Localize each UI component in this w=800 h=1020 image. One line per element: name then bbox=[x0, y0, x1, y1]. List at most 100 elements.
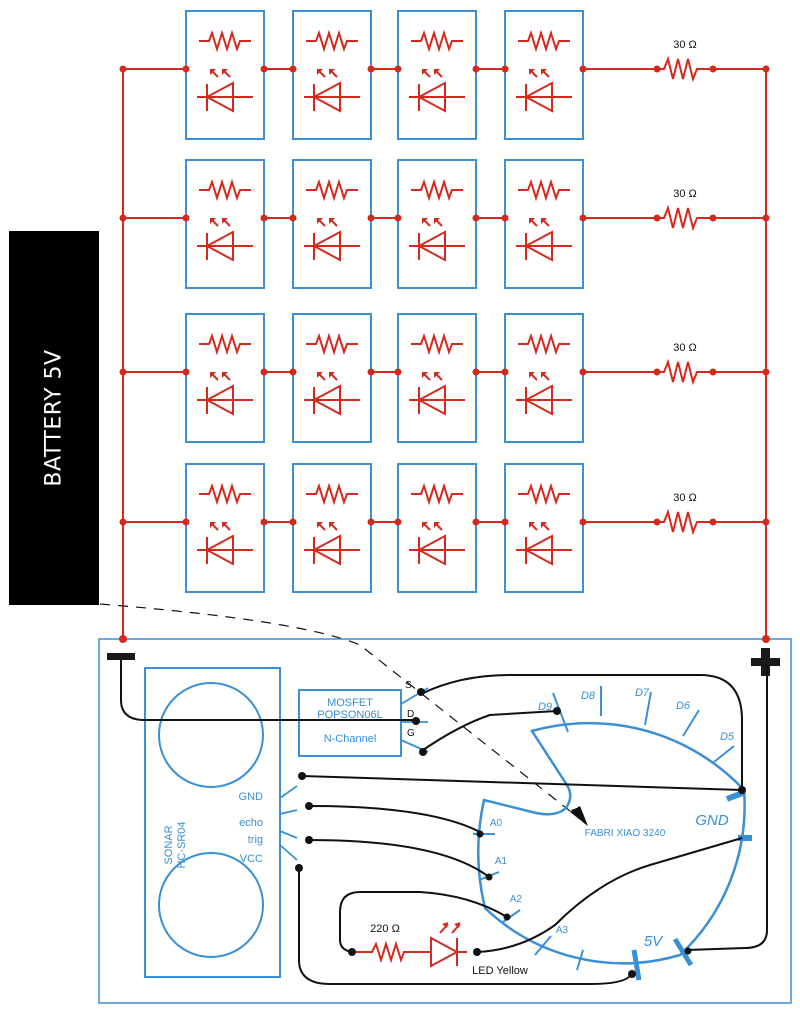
led-module bbox=[397, 313, 477, 443]
row-resistor-label: 30 Ω bbox=[673, 188, 697, 200]
resistor-icon bbox=[306, 482, 358, 506]
wire-junctions bbox=[295, 688, 746, 978]
controller-label: FABRI XIAO 3240 bbox=[585, 828, 666, 839]
row-resistor-label: 30 Ω bbox=[673, 39, 697, 51]
mosfet-pin-d: D bbox=[407, 709, 414, 720]
rail-junction bbox=[762, 518, 770, 526]
module-terminal bbox=[501, 368, 509, 376]
module-terminal bbox=[289, 518, 297, 526]
arrow-head bbox=[210, 69, 216, 75]
board-pos-junction bbox=[762, 635, 770, 643]
module-terminal bbox=[394, 518, 402, 526]
arrow-head bbox=[422, 69, 428, 75]
arrow-head bbox=[222, 522, 228, 528]
wire-a2-to-resistor bbox=[339, 891, 508, 953]
pin-label-d9: D9 bbox=[538, 701, 552, 713]
xiao-controller: D9 D8 D7 D6 D5 A0 A1 A2 A3 GND 5V FABRI … bbox=[473, 686, 752, 981]
pin-label-d5: D5 bbox=[720, 731, 735, 743]
led-module bbox=[504, 10, 584, 140]
arrow-head bbox=[210, 372, 216, 378]
row-resistor-icon bbox=[657, 508, 713, 536]
resistor-icon bbox=[411, 482, 463, 506]
pin-label-d8: D8 bbox=[581, 690, 596, 702]
arrow-head bbox=[529, 69, 535, 75]
row-resistor-icon bbox=[657, 55, 713, 83]
wire-led-to-gnd bbox=[476, 837, 743, 953]
sonar-transducer-bottom bbox=[158, 852, 264, 958]
rail-junction bbox=[119, 214, 127, 222]
module-terminal bbox=[501, 65, 509, 73]
arrow-head bbox=[317, 372, 323, 378]
wire-sonar-vcc-to-5v bbox=[298, 868, 633, 985]
positive-terminal bbox=[751, 648, 780, 676]
indicator-led-icon bbox=[430, 936, 467, 968]
module-terminal bbox=[182, 214, 190, 222]
led-module bbox=[292, 159, 372, 289]
arrow-head bbox=[434, 218, 440, 224]
mosfet-pin-s: S bbox=[405, 680, 412, 691]
wire-mosfet-source-to-gnd bbox=[420, 674, 743, 788]
module-terminal bbox=[394, 368, 402, 376]
module-terminal bbox=[182, 518, 190, 526]
led-array: 30 Ω 30 Ω 30 Ω 30 Ω bbox=[119, 10, 770, 639]
led-module bbox=[185, 313, 265, 443]
arrow-head bbox=[317, 69, 323, 75]
sonar-pin-leads bbox=[279, 785, 298, 861]
module-terminal bbox=[501, 518, 509, 526]
led-diode-icon bbox=[197, 534, 253, 566]
arrow-head bbox=[329, 218, 335, 224]
led-module bbox=[397, 463, 477, 593]
arrow-head bbox=[529, 372, 535, 378]
pin-label-a0: A0 bbox=[490, 818, 503, 829]
module-terminal bbox=[394, 214, 402, 222]
arrow-head bbox=[222, 69, 228, 75]
led-diode-icon bbox=[409, 534, 465, 566]
indicator-resistor-label: 220 Ω bbox=[370, 923, 400, 935]
led-module bbox=[185, 159, 265, 289]
module-terminal bbox=[501, 214, 509, 222]
row-resistor-icon bbox=[657, 204, 713, 232]
rail-junction bbox=[762, 368, 770, 376]
arrow-head bbox=[210, 218, 216, 224]
module-terminal bbox=[289, 368, 297, 376]
row-resistor-icon bbox=[657, 358, 713, 386]
arrow-head bbox=[222, 218, 228, 224]
pointer-arrowhead-fill bbox=[570, 806, 588, 826]
mosfet-label-3: N-Channel bbox=[324, 733, 377, 745]
resistor-icon bbox=[306, 332, 358, 356]
row-resistor-label: 30 Ω bbox=[673, 492, 697, 504]
sonar-title: SONAR bbox=[163, 825, 175, 864]
resistor-icon bbox=[518, 178, 570, 202]
resistor-icon bbox=[199, 332, 251, 356]
pin-label-d7: D7 bbox=[635, 687, 650, 699]
led-module bbox=[397, 159, 477, 289]
indicator-led-label: LED Yellow bbox=[472, 965, 528, 977]
rail-junction bbox=[762, 214, 770, 222]
resistor-icon bbox=[411, 178, 463, 202]
led-diode-icon bbox=[409, 230, 465, 262]
arrow-head bbox=[329, 372, 335, 378]
arrow-head bbox=[541, 522, 547, 528]
arrow-head bbox=[541, 218, 547, 224]
arrow-head bbox=[434, 69, 440, 75]
wire-mosfet-gate-to-d9 bbox=[422, 710, 558, 751]
board-outline bbox=[98, 638, 792, 1004]
row-resistor-label: 30 Ω bbox=[673, 342, 697, 354]
led-diode-icon bbox=[197, 81, 253, 113]
arrow-head bbox=[210, 522, 216, 528]
pin-label-gnd: GND bbox=[695, 812, 729, 829]
resistor-icon bbox=[199, 482, 251, 506]
pin-label-5v: 5V bbox=[644, 933, 664, 950]
battery-5v: BATTERY 5V bbox=[9, 231, 99, 605]
rail-junction bbox=[762, 65, 770, 73]
led-module bbox=[504, 463, 584, 593]
led-module bbox=[292, 463, 372, 593]
led-diode-icon bbox=[516, 384, 572, 416]
sonar-model: HC-SR04 bbox=[176, 821, 188, 868]
indicator-resistor-icon bbox=[356, 940, 431, 964]
arrow-head bbox=[434, 372, 440, 378]
pin-label-a1: A1 bbox=[495, 856, 508, 867]
led-module bbox=[292, 313, 372, 443]
arrow-head bbox=[329, 522, 335, 528]
mosfet: MOSFET PQPSON06L N-Channel S D G bbox=[298, 680, 429, 757]
